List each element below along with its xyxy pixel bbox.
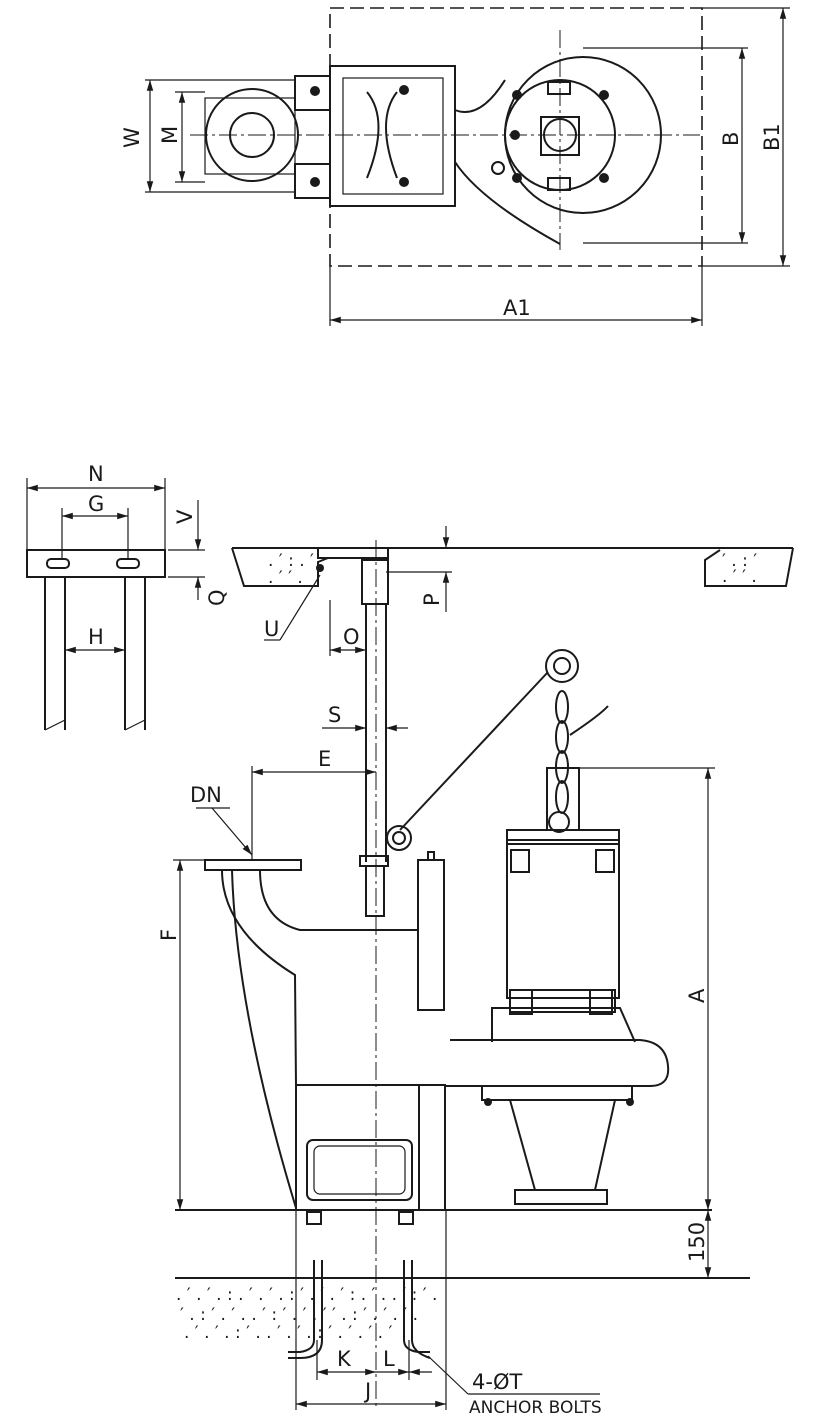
dim-label-b1: B1 (760, 123, 784, 151)
dim-label-dn: DN (190, 783, 222, 807)
guide-inner (342, 77, 444, 195)
dim-label-n: N (88, 462, 104, 486)
bolt-dot (399, 85, 409, 95)
lug (547, 177, 571, 191)
dim-label-w: W (120, 127, 144, 148)
dim-label-v: V (173, 509, 197, 524)
svg-text:. ′ : . ′: . ′ : . ′ (268, 551, 314, 571)
bolt-dot (491, 161, 505, 175)
dim-label-150: 150 (685, 1222, 709, 1262)
bolt-dot (399, 177, 409, 187)
dim-label-o: O (343, 625, 360, 649)
guide-curve (366, 91, 380, 179)
dim-label-f: F (157, 929, 181, 941)
dim-label-j: J (363, 1379, 371, 1403)
svg-text:. ′ . ′ . : ′ . . ′ .: . ′ . ′ . : ′ . . ′ . ′ . : ′ . ′ . ′ . … (184, 1323, 392, 1343)
elevation-dimensions: O P U S E DN F A 150 K L (157, 526, 720, 1418)
volute-edge (454, 161, 561, 245)
volute-edge (454, 79, 506, 113)
dim-label-m: M (158, 126, 182, 144)
bracket-ear (294, 75, 331, 111)
dim-label-b: B (719, 132, 743, 146)
dim-label-k: K (337, 1347, 352, 1371)
dim-label-l: L (383, 1347, 395, 1371)
plan-dimensions: W M B B1 A1 (120, 7, 790, 326)
svg-text:′ . : ′ . ′ . . ′ : ′ .: ′ . : ′ . ′ . . ′ : ′ . ′ . ′ ′ . : ′ . … (180, 1305, 418, 1325)
bracket-ear (294, 163, 331, 199)
bolt-dot (599, 173, 609, 183)
dim-label-u: U (264, 617, 279, 641)
svg-text:. ′ . ′ . : . ′ . ′ . :: . ′ . ′ . : . ′ . ′ . : ′ . ′ . ′ : . ′ … (176, 1285, 437, 1305)
dim-label-p: P (420, 593, 444, 606)
dim-label-s: S (328, 703, 341, 727)
discharge-body (204, 97, 296, 175)
dim-label-a: A (685, 988, 709, 1003)
guide-bracket (329, 65, 456, 207)
anchor-bolt-count: 4-ØT (472, 1370, 522, 1394)
svg-text:′ . : ′: ′ . : ′ (722, 551, 757, 571)
bolt-dot (310, 86, 320, 96)
bolt-dot (310, 177, 320, 187)
plan-view (190, 7, 703, 267)
bolt-dot (599, 90, 609, 100)
dim-label-q: Q (205, 589, 229, 606)
svg-text:. ′ ′ .: . ′ ′ . (722, 567, 757, 587)
bracket-detail: N G V Q H (26, 462, 229, 731)
dim-label-h: H (88, 625, 104, 649)
bolt-dot (512, 90, 522, 100)
dim-label-a1: A1 (503, 296, 531, 320)
elevation-view: . ′ : . ′ . ′ ′ . ′ . : ′ . ′ ′ . (175, 540, 794, 1410)
anchor-bolt-label: ANCHOR BOLTS (469, 1398, 602, 1418)
lug (547, 81, 571, 95)
dim-label-g: G (88, 492, 104, 516)
dim-label-e: E (318, 747, 331, 771)
svg-text:. ′ ′ .: . ′ ′ . (268, 568, 303, 588)
guide-curve (385, 91, 398, 179)
bolt-dot (512, 173, 522, 183)
